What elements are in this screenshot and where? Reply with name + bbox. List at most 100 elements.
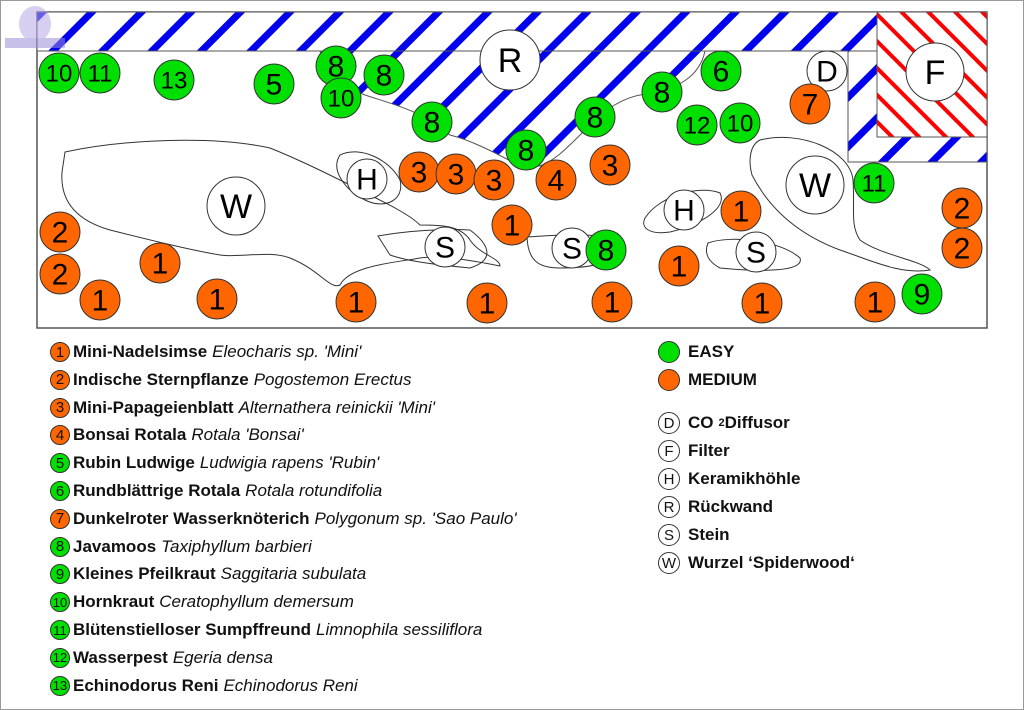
marker-circle <box>854 281 896 323</box>
marker-circle <box>79 279 121 321</box>
marker-circle <box>789 83 831 125</box>
marker-label: 10 <box>328 86 355 113</box>
plant-common-name: Dunkelroter Wasserknöterich <box>73 508 310 528</box>
marker-circle <box>38 52 80 94</box>
plant-latin-name: Egeria densa <box>172 647 273 667</box>
marker-circle <box>153 59 195 101</box>
plant-marker-medium: 1 <box>491 204 533 246</box>
marker-label: 12 <box>684 113 711 140</box>
equipment-marker: S <box>424 226 466 268</box>
equipment-label-suffix: Diffusor <box>724 413 790 432</box>
equipment-label: CO <box>688 413 714 432</box>
plant-number-badge: 8 <box>50 536 70 557</box>
marker-label: 10 <box>727 111 754 138</box>
marker-circle <box>196 278 238 320</box>
marker-circle <box>806 50 848 92</box>
plant-latin-name: Eleocharis sp. 'Mini' <box>212 342 362 361</box>
plant-common-name: Wasserpest <box>73 647 168 667</box>
plant-marker-easy: 13 <box>153 59 195 101</box>
plant-latin-name: Ceratophyllum demersum <box>159 592 354 612</box>
marker-circle <box>206 176 266 236</box>
marker-label: 7 <box>802 89 819 122</box>
plant-number-badge: 7 <box>50 508 70 529</box>
marker-label: 1 <box>479 288 496 321</box>
plant-marker-easy: 9 <box>901 273 943 315</box>
plant-latin-name: Polygonum sp. 'Sao Paulo' <box>314 508 517 528</box>
plant-common-name: Echinodorus Reni <box>73 675 219 695</box>
marker-label: 1 <box>152 248 169 281</box>
marker-label: 8 <box>518 135 535 168</box>
equipment-marker: W <box>206 176 266 236</box>
plant-marker-medium: 2 <box>39 253 81 295</box>
marker-circle <box>641 71 683 113</box>
plant-marker-medium: 1 <box>335 281 377 323</box>
marker-label: 1 <box>209 284 226 317</box>
marker-label: 1 <box>348 287 365 320</box>
plant-marker-easy: 8 <box>574 96 616 138</box>
equipment-label: Wurzel ‘Spiderwood‘ <box>688 553 855 572</box>
equipment-marker: D <box>806 50 848 92</box>
marker-label: 3 <box>602 150 619 183</box>
plant-common-name: Mini-Nadelsimse <box>73 342 208 361</box>
marker-circle <box>505 129 547 171</box>
marker-circle <box>574 96 616 138</box>
marker-circle <box>346 158 388 200</box>
equipment-marker: F <box>905 42 965 102</box>
plant-common-name: Mini-Papageienblatt <box>73 397 234 417</box>
plant-marker-medium: 1 <box>79 279 121 321</box>
plant-marker-easy: 8 <box>505 129 547 171</box>
plant-marker-medium: 4 <box>535 159 577 201</box>
difficulty-label: MEDIUM <box>688 370 757 389</box>
plant-marker-medium: 3 <box>589 144 631 186</box>
marker-label: 1 <box>867 287 884 320</box>
marker-label: 1 <box>733 196 750 229</box>
plant-marker-medium: 1 <box>466 282 508 324</box>
marker-circle <box>535 159 577 201</box>
plant-marker-medium: 2 <box>941 187 983 229</box>
plant-marker-medium: 1 <box>854 281 896 323</box>
plant-marker-easy: 10 <box>38 52 80 94</box>
marker-circle <box>424 226 466 268</box>
marker-circle <box>139 242 181 284</box>
marker-label: 2 <box>954 193 971 226</box>
equipment-letter-badge: F <box>658 440 680 462</box>
backwall-hatch <box>36 11 878 52</box>
equipment-marker: W <box>785 155 845 215</box>
marker-label: 4 <box>548 165 565 198</box>
marker-circle <box>466 282 508 324</box>
marker-label: F <box>925 54 946 92</box>
marker-circle <box>905 42 965 102</box>
marker-label: 3 <box>486 165 503 198</box>
marker-label: S <box>435 232 455 265</box>
marker-circle <box>473 159 515 201</box>
equipment-marker: H <box>663 189 705 231</box>
plant-number-badge: 5 <box>50 453 70 474</box>
marker-circle <box>719 102 761 144</box>
marker-label: 8 <box>424 107 441 140</box>
plant-marker-medium: 1 <box>139 242 181 284</box>
plant-number-badge: 4 <box>50 425 70 446</box>
difficulty-swatch <box>658 369 680 391</box>
site-logo <box>5 6 65 48</box>
plant-number-badge: 13 <box>50 675 70 696</box>
marker-circle <box>676 104 718 146</box>
equipment-marker: H <box>346 158 388 200</box>
marker-label: 10 <box>46 61 73 88</box>
equipment-letter-badge: R <box>658 496 680 518</box>
marker-circle <box>700 50 742 92</box>
marker-label: 2 <box>52 217 69 250</box>
plant-marker-medium: 2 <box>941 227 983 269</box>
plant-latin-name: Saggitaria subulata <box>220 564 367 584</box>
marker-circle <box>479 29 541 91</box>
marker-circle <box>591 281 633 323</box>
plant-common-name: Kleines Pfeilkraut <box>73 564 216 584</box>
plant-common-name: Rubin Ludwige <box>73 453 195 473</box>
marker-label: 2 <box>52 259 69 292</box>
plant-number-badge: 11 <box>50 620 70 640</box>
